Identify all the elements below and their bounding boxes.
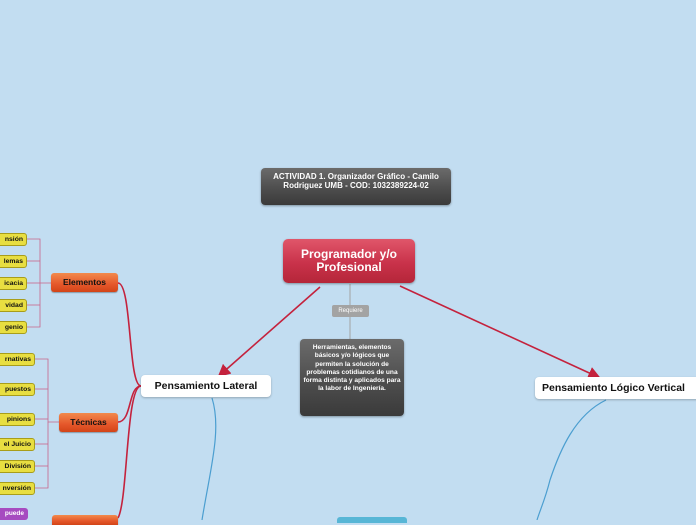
elementos-leaf[interactable]: nsión — [0, 233, 27, 246]
root-node[interactable]: Programador y/o Profesional — [283, 239, 415, 283]
tecnicas-leaf[interactable]: nversión — [0, 482, 35, 495]
tecnicas-leaf-bracket — [35, 358, 59, 489]
elementos-node[interactable]: Elementos — [51, 273, 118, 292]
lateral-to-third-branch-line — [117, 385, 142, 519]
lateral-down-branch — [201, 397, 217, 520]
elementos-leaf[interactable]: lemas — [0, 255, 27, 268]
root-to-logico-arrow — [399, 285, 601, 379]
tecnicas-leaf[interactable]: puestos — [0, 383, 35, 396]
tecnicas-leaf[interactable]: el Juicio — [0, 438, 35, 451]
root-to-lateral-arrow — [217, 286, 321, 378]
central-info-node[interactable]: Herramientas, elementos básicos y/o lógi… — [300, 339, 404, 416]
tecnicas-leaf[interactable]: pinions — [0, 413, 35, 426]
logico-down-branch — [536, 399, 607, 520]
pensamiento-logico-node[interactable]: Pensamiento Lógico Vertical — [535, 377, 696, 399]
partial-teal-node[interactable] — [337, 517, 407, 523]
tecnicas-node[interactable]: Técnicas — [59, 413, 118, 432]
requiere-relation-label: Requiere — [332, 305, 369, 317]
lateral-to-elementos-line — [117, 282, 142, 387]
partial-purple-leaf[interactable]: puede — [0, 508, 28, 520]
tecnicas-leaf[interactable]: rnativas — [0, 353, 35, 366]
lateral-to-tecnicas-line — [117, 385, 142, 423]
elementos-leaf-bracket — [27, 238, 51, 328]
tecnicas-leaf[interactable]: División — [0, 460, 35, 473]
activity-title-node[interactable]: ACTIVIDAD 1. Organizador Gráfico - Camil… — [261, 168, 451, 205]
elementos-leaf[interactable]: genio — [0, 321, 27, 334]
third-branch-node[interactable] — [52, 515, 118, 525]
pensamiento-lateral-node[interactable]: Pensamiento Lateral — [141, 375, 271, 397]
elementos-leaf[interactable]: vidad — [0, 299, 27, 312]
elementos-leaf[interactable]: icacia — [0, 277, 27, 290]
